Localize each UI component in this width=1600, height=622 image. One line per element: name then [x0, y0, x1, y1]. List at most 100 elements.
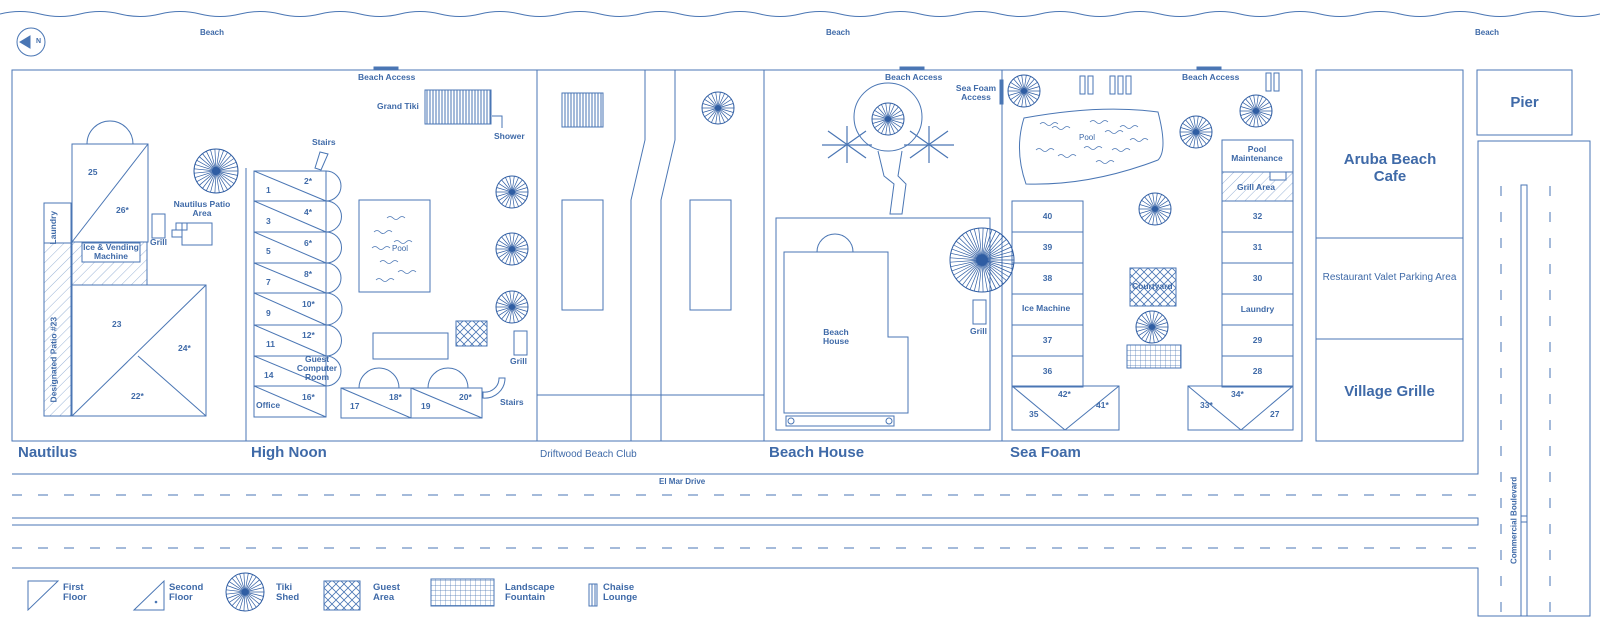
- laundry-label: Laundry: [48, 210, 59, 245]
- unit-38: 38: [1042, 273, 1053, 283]
- unit-17: 17: [350, 401, 360, 411]
- designated-patio-label: Designated Patio #23: [48, 316, 59, 403]
- tiki-shed-icon: [495, 175, 529, 209]
- compass-north: N: [36, 38, 42, 45]
- beach-access-label: Beach Access: [1182, 72, 1240, 82]
- unit-31: 31: [1252, 242, 1263, 252]
- unit-23: 23: [112, 319, 122, 329]
- unit-27: 27: [1270, 409, 1280, 419]
- unit-22: 22*: [131, 391, 144, 401]
- unit-9: 9: [266, 308, 271, 318]
- sea-foam-access-label: Sea Foam Access: [955, 83, 997, 103]
- unit-41: 41*: [1096, 400, 1109, 410]
- office-label: Office: [256, 400, 281, 410]
- legend-first-floor: First Floor: [63, 582, 87, 604]
- tiki-shed-icon: [701, 91, 735, 125]
- laundry-label: Laundry: [1240, 304, 1275, 314]
- ice-machine-label: Ice Machine: [1022, 303, 1071, 313]
- unit-6: 6*: [304, 238, 313, 248]
- unit-14: 14: [264, 370, 274, 380]
- unit-7: 7: [266, 277, 271, 287]
- section-beach-house: Beach House: [769, 444, 865, 461]
- grand-tiki-label: Grand Tiki: [377, 101, 419, 111]
- beach-label: Beach: [200, 28, 225, 37]
- aruba-beach-cafe-label: Aruba Beach Cafe: [1343, 151, 1437, 185]
- pool-maintenance-label: Pool Maintenance: [1231, 144, 1283, 164]
- unit-24: 24*: [178, 343, 191, 353]
- tiki-shed-icon: [1239, 94, 1273, 128]
- beach-label: Beach: [826, 28, 851, 37]
- pool-label: Pool: [392, 244, 409, 253]
- village-grille-label: Village Grille: [1344, 383, 1435, 400]
- unit-18: 18*: [389, 392, 402, 402]
- unit-8: 8*: [304, 269, 313, 279]
- unit-12: 12*: [302, 330, 315, 340]
- beach-house-building-label: Beach House: [823, 327, 849, 347]
- el-mar-drive-label: El Mar Drive: [659, 477, 706, 486]
- ice-vending-label: Ice & Vending Machine: [83, 242, 139, 261]
- unit-37: 37: [1042, 335, 1053, 345]
- unit-28: 28: [1252, 366, 1263, 376]
- unit-5: 5: [266, 246, 271, 256]
- beach-access-label: Beach Access: [885, 72, 943, 82]
- tiki-sheds: [193, 74, 1273, 612]
- legend-guest-area: Guest Area: [373, 582, 400, 604]
- tiki-shed-icon: [871, 102, 905, 136]
- legend-landscape-fountain: Landscape Fountain: [505, 582, 555, 604]
- shower-label: Shower: [494, 131, 525, 141]
- stairs-label: Stairs: [312, 137, 336, 147]
- courtyard-label: Courtyard: [1132, 281, 1173, 291]
- unit-26: 26*: [116, 205, 129, 215]
- stairs-label: Stairs: [500, 397, 524, 407]
- pool-label: Pool: [1079, 133, 1096, 142]
- grill-label: Grill: [150, 237, 168, 247]
- unit-25: 25: [88, 167, 98, 177]
- unit-3: 3: [266, 216, 271, 226]
- legend-chaise-lounge: Chaise Lounge: [603, 582, 638, 604]
- legend-second-floor: Second Floor: [169, 582, 204, 604]
- tiki-shed-icon: [225, 572, 265, 612]
- tiki-shed-icon: [1135, 310, 1169, 344]
- nautilus-patio-label: Nautilus Patio Area: [173, 199, 231, 219]
- pier-label: Pier: [1510, 94, 1539, 111]
- tiki-shed-icon: [1179, 115, 1213, 149]
- grill-label: Grill: [510, 356, 528, 366]
- unit-16: 16*: [302, 392, 315, 402]
- unit-30: 30: [1252, 273, 1263, 283]
- tiki-shed-icon: [495, 232, 529, 266]
- unit-29: 29: [1252, 335, 1263, 345]
- unit-20: 20*: [459, 392, 472, 402]
- tiki-shed-icon: [1138, 192, 1172, 226]
- unit-35: 35: [1029, 409, 1039, 419]
- unit-4: 4*: [304, 207, 313, 217]
- unit-19: 19: [421, 401, 431, 411]
- commercial-boulevard-label: Commercial Boulevard: [1509, 476, 1519, 564]
- section-nautilus: Nautilus: [18, 444, 78, 461]
- tiki-shed-icon: [1007, 74, 1041, 108]
- unit-40: 40: [1042, 211, 1053, 221]
- unit-42: 42*: [1058, 389, 1071, 399]
- legend-tiki-shed: Tiki Shed: [276, 582, 300, 604]
- unit-1: 1: [266, 185, 271, 195]
- beach-access-label: Beach Access: [358, 72, 416, 82]
- tiki-shed-icon: [193, 148, 239, 194]
- tiki-shed-icon: [949, 227, 1015, 293]
- unit-2: 2*: [304, 176, 313, 186]
- grill-label: Grill: [970, 326, 988, 336]
- section-high-noon: High Noon: [251, 444, 327, 461]
- unit-36: 36: [1042, 366, 1053, 376]
- restaurant-valet-label: Restaurant Valet Parking Area: [1322, 272, 1457, 283]
- unit-33: 33*: [1200, 400, 1213, 410]
- section-sea-foam: Sea Foam: [1010, 444, 1081, 461]
- unit-32: 32: [1252, 211, 1263, 221]
- guest-computer-room-label: Guest Computer Room: [296, 354, 338, 382]
- grill-area-label: Grill Area: [1237, 182, 1275, 192]
- unit-39: 39: [1042, 242, 1053, 252]
- beach-label: Beach: [1475, 28, 1500, 37]
- unit-34: 34*: [1231, 389, 1244, 399]
- tiki-shed-icon: [495, 290, 529, 324]
- unit-10: 10*: [302, 299, 315, 309]
- section-driftwood: Driftwood Beach Club: [540, 449, 637, 460]
